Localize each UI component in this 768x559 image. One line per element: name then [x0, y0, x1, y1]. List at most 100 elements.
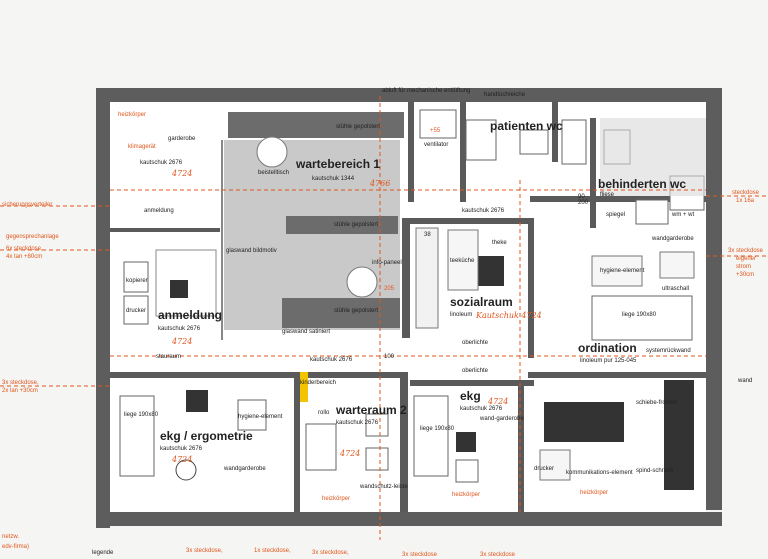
note-bottom-3: 3x steckdose,: [312, 550, 349, 556]
note-abluft: abluft für mechanische entlüftung: [382, 88, 470, 94]
note-handtuch: handtuchreiche: [484, 92, 526, 98]
room-warteraum2-note: 4724: [339, 449, 360, 458]
room-ordination-extra4: wandgarderobe: [651, 236, 694, 242]
room-garderobe-note: 4724: [171, 169, 192, 178]
note-bottom-2: 1x steckdose,: [254, 548, 291, 554]
label-kinderbereich: kinderbereich: [300, 380, 336, 386]
label-oberlichte-1: oberlichte: [462, 340, 489, 346]
label-tuer-100: 100: [384, 354, 395, 360]
note-steckdose-6x: 6x steckdose,: [6, 246, 43, 252]
label-kautschuk-top: kautschuk 2676: [462, 208, 505, 214]
note-legende: legende: [92, 550, 114, 556]
anmeldung-furniture: [123, 249, 217, 325]
label-glaswand-satiniert: glaswand satiniert: [282, 329, 330, 335]
label-stuehle-mid: stühle gepolstert: [334, 222, 378, 228]
ordination-furniture: [539, 251, 695, 490]
room-anmeldung-floor: kautschuk 2676: [158, 326, 201, 332]
label-dim-90: 90: [578, 194, 585, 200]
room-ordination-floor: linoleum pur 125-045: [580, 358, 637, 364]
room-patienten-wc-extra2: +55: [430, 128, 441, 134]
room-kommunikation-extra3: schiebe-fronten: [636, 400, 677, 406]
room-behinderten-wc-extra: spiegel: [606, 212, 625, 218]
room-sozialraum-name: sozialraum: [450, 295, 513, 309]
room-ekg-ergometrie-extra3: wandgarderobe: [223, 466, 266, 472]
note-right-3x-2: eigener: [736, 256, 756, 262]
room-ekg-extra: liege 190x80: [420, 426, 455, 432]
ekg-ergometrie-furniture: [119, 390, 267, 481]
note-bottom-1: 3x steckdose,: [186, 548, 223, 554]
label-kautschuk-corridor: kautschuk 2676: [310, 357, 353, 363]
room-behinderten-wc-extra2: wm + wt: [671, 212, 695, 218]
room-warteraum2-floor: kautschuk 2676: [336, 420, 379, 426]
room-behinderten-wc-floor: fliese: [600, 192, 615, 198]
note-bottom-4: 3x steckdose: [402, 552, 438, 558]
ekg-furniture: [413, 395, 479, 483]
room-ekg-ergometrie-name: ekg / ergometrie: [160, 429, 253, 443]
room-sozialraum-floor: linoleum: [450, 312, 472, 318]
label-dim-200: 200: [578, 200, 589, 206]
label-dim-38: 38: [424, 232, 431, 238]
interior-walls: [110, 102, 706, 512]
room-garderobe-floor: kautschuk 2676: [140, 160, 183, 166]
installation-lines: [0, 96, 768, 540]
room-ordination-extra2: ultraschall: [662, 286, 689, 292]
note-netzw: netzw.: [2, 534, 19, 540]
sozialraum-furniture: [415, 227, 504, 329]
label-tuer-205: 205: [384, 286, 395, 292]
room-wartebereich-note: 4766: [369, 179, 390, 188]
room-ekg-floor: kautschuk 2676: [460, 406, 503, 412]
note-right-steckdose: steckdose: [732, 190, 760, 196]
note-steckdose-6x-2: 4x tan +80cm: [6, 254, 42, 260]
label-heizkoerper-4: heizkörper: [580, 490, 608, 496]
room-warteraum2-extra2: wandschutz-leiste: [359, 484, 408, 490]
label-stuehle-top: stühle gepolstert: [336, 124, 380, 130]
room-kommunikation-extra: drucker: [534, 466, 554, 472]
label-heizkoerper-3: heizkörper: [452, 492, 480, 498]
room-garderobe-extra: klimagerät: [128, 144, 156, 150]
label-infopaneel: info-paneel: [372, 260, 402, 266]
room-garderobe-name: garderobe: [168, 136, 196, 142]
warteraum2-furniture: [300, 372, 389, 471]
label-heizkoerper-2: heizkörper: [322, 496, 350, 502]
note-right-3x-4: +30cm: [736, 272, 754, 278]
room-behinderten-wc-name: behinderten wc: [598, 177, 686, 191]
room-anmeldung-extra: anmeldung: [144, 208, 174, 214]
note-right-3x-3: strom: [736, 264, 751, 270]
room-patienten-wc-extra: ventilator: [424, 142, 448, 148]
note-gegensprech: gegensprechanlage: [6, 234, 59, 240]
bench-middle: [286, 216, 398, 234]
room-ordination-name: ordination: [578, 341, 637, 355]
label-oberlichte-2: oberlichte: [462, 368, 489, 374]
room-ekg-name: ekg: [460, 389, 481, 403]
room-kommunikation-name: kommunikations-element: [566, 470, 633, 476]
side-table-bottom: [346, 266, 378, 298]
label-beistelltisch: beistelltisch: [258, 170, 289, 176]
label-heizkoerper-1: heizkörper: [118, 112, 146, 118]
room-anmeldung-note: 4724: [171, 337, 192, 346]
label-stauraum: stauraum: [156, 354, 181, 360]
note-steckdose-3x-2: 2x lan +30cm: [2, 388, 38, 394]
room-wartebereich-floor: kautschuk 1344: [312, 176, 355, 182]
room-ordination-extra: hygiene-element: [600, 268, 645, 274]
note-right-wand: wand: [737, 378, 752, 384]
room-sozialraum-extra2: teeküche: [450, 258, 475, 264]
label-kopierer: kopierer: [126, 278, 148, 284]
room-ekg-ergometrie-note: 4724: [171, 455, 192, 464]
room-warteraum2-name: warteraum 2: [335, 403, 407, 417]
label-systemrueckwand: systemrückwand: [646, 348, 691, 354]
room-ekg-note: 4724: [487, 397, 508, 406]
side-table-top: [256, 136, 288, 168]
label-drucker: drucker: [126, 308, 146, 314]
label-stuehle-bottom: stühle gepolstert: [334, 308, 378, 314]
room-ordination-extra3: liege 190x80: [622, 312, 657, 318]
room-wartebereich-name: wartebereich 1: [295, 157, 380, 171]
room-ekg-ergometrie-extra: liege 190x80: [124, 412, 159, 418]
note-steckdose-3x: 3x steckdose,: [2, 380, 39, 386]
room-anmeldung-name: anmeldung: [158, 308, 222, 322]
room-ekg-extra2: wand-garderobe: [479, 416, 524, 422]
room-warteraum2-extra: rollo: [318, 410, 330, 416]
note-edv: edv-firma): [2, 544, 29, 550]
note-sicherung: sicherungsverteiler: [2, 202, 52, 208]
note-bottom-5: 3x steckdose: [480, 552, 516, 558]
